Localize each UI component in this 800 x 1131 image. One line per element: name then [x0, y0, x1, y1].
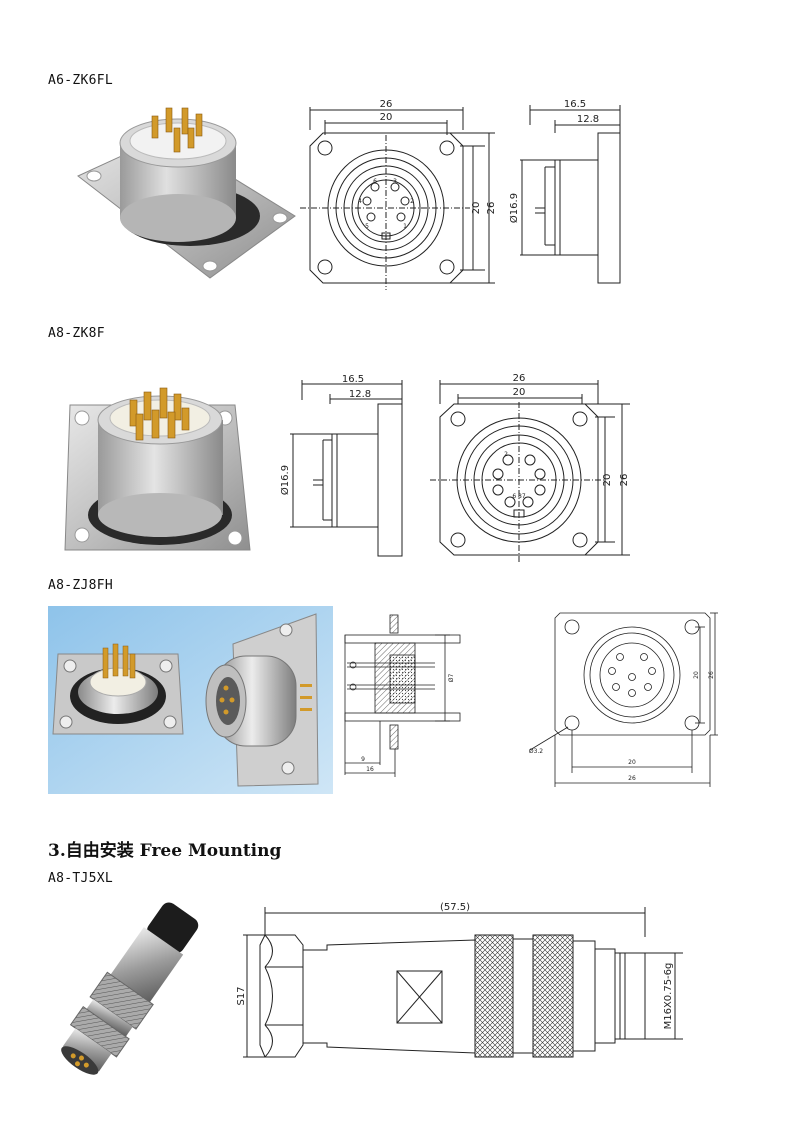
drawing-front-a8-zk8f: 26 20 20 26 2 6 87	[430, 373, 630, 562]
drawing-front-a6-zk6fl: 26 20 20 26 6 3 4 2 5 1	[300, 99, 497, 290]
svg-text:26: 26	[619, 474, 630, 487]
svg-text:4: 4	[358, 198, 362, 205]
svg-text:20: 20	[693, 671, 700, 679]
svg-text:3: 3	[393, 178, 397, 185]
svg-text:20: 20	[513, 387, 526, 398]
dim-side-len-b: 16	[366, 766, 374, 773]
dim-hex: S17	[236, 986, 247, 1005]
dim-height-inner: 20	[471, 202, 482, 215]
dim-side-dia: Ø7	[448, 674, 455, 683]
svg-text:6 87: 6 87	[512, 493, 526, 500]
product-photo-a8-tj5xl	[61, 902, 199, 1075]
svg-text:2: 2	[504, 451, 508, 458]
dim-hole-spacing: 20	[380, 112, 393, 123]
svg-text:26: 26	[628, 775, 636, 782]
svg-text:Ø16.9: Ø16.9	[279, 465, 291, 495]
dim-diameter: Ø16.9	[508, 193, 520, 223]
dim-length-inner: 12.8	[577, 114, 599, 125]
drawing-side-a6-zk6fl: 16.5 12.8 Ø16.9	[508, 99, 621, 284]
dim-length: 16.5	[564, 99, 586, 110]
product-photo-a6-zk6fl	[77, 107, 296, 279]
svg-text:6: 6	[373, 178, 377, 185]
dim-thread: M16X0.75-6g	[663, 963, 674, 1030]
svg-text:20: 20	[628, 759, 636, 766]
svg-text:5: 5	[365, 223, 369, 230]
svg-text:1: 1	[403, 223, 407, 230]
svg-text:16.5: 16.5	[342, 374, 364, 385]
dim-flange: 26	[380, 99, 393, 110]
dim-height: 26	[486, 202, 497, 215]
svg-text:2: 2	[410, 198, 414, 205]
dim-side-len-a: 9	[361, 756, 365, 763]
model-label-a6-zk6fl: A6-ZK6FL	[48, 73, 114, 88]
product-photo-a8-zk8f	[64, 387, 251, 551]
model-label-a8-zj8fh: A8-ZJ8FH	[48, 578, 114, 593]
drawing-side-a8-tj5xl: (57.5) S17 M16X0.75-6g	[236, 902, 683, 1058]
svg-text:26: 26	[708, 671, 715, 679]
model-label-a8-tj5xl: A8-TJ5XL	[48, 871, 114, 886]
drawing-section-a8-zj8fh: 9 16 Ø7	[344, 614, 461, 777]
dim-hole-dia: Ø3.2	[529, 748, 543, 755]
product-photo-a8-zj8fh	[48, 606, 333, 794]
svg-text:12.8: 12.8	[349, 389, 371, 400]
model-label-a8-zk8f: A8-ZK8F	[48, 326, 105, 341]
svg-text:26: 26	[513, 373, 526, 384]
drawing-side-a8-zk8f: 16.5 12.8 Ø16.9	[279, 374, 403, 557]
section-heading: 3.自由安装 Free Mounting	[48, 841, 282, 861]
drawing-front-a8-zj8fh: 20 26 20 26 Ø3.2	[529, 612, 718, 787]
svg-text:20: 20	[602, 474, 613, 487]
dim-total-length: (57.5)	[440, 902, 470, 913]
